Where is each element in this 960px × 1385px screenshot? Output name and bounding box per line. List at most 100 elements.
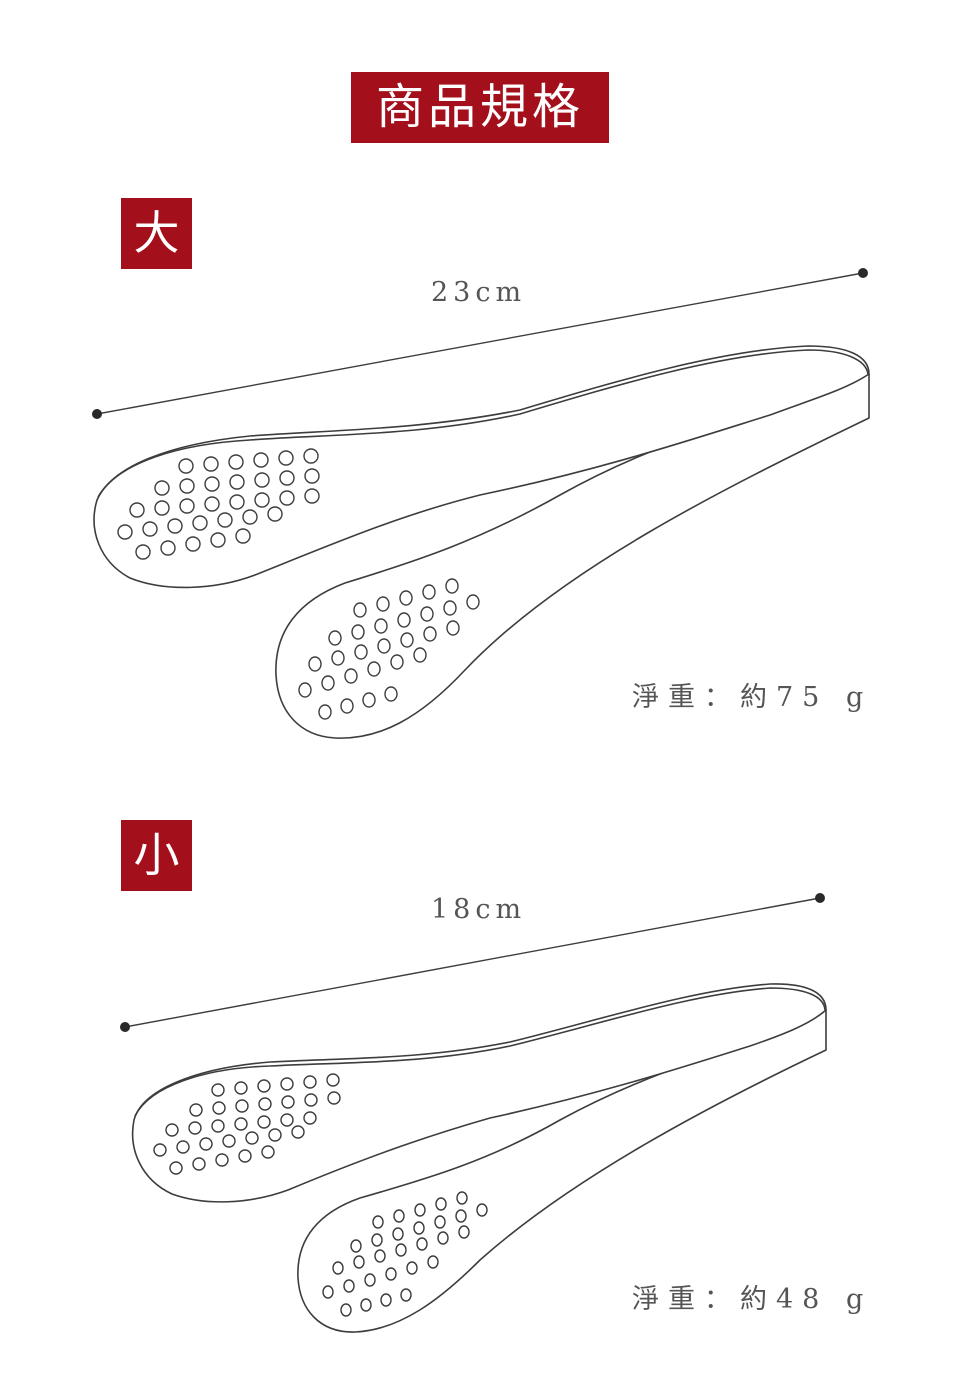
perforation-hole: [456, 1191, 468, 1205]
perforation-hole: [374, 1249, 386, 1263]
length-dimension-line: [124, 897, 821, 1028]
tongs-large-illustration: [92, 268, 870, 739]
perforation-hole: [160, 540, 176, 556]
perforation-hole: [390, 654, 404, 670]
perforation-hole: [344, 668, 358, 684]
perforation-hole: [466, 594, 480, 610]
perforation-hole: [212, 1101, 226, 1115]
perforation-hole: [350, 1239, 362, 1253]
perforation-hole: [268, 1128, 282, 1142]
perforation-hole: [199, 1137, 213, 1151]
dimension-endpoint-dot: [815, 893, 825, 903]
perforation-hole: [179, 478, 195, 494]
perforation-hole: [385, 1267, 397, 1281]
perforation-hole: [298, 682, 312, 698]
perforation-hole: [303, 1075, 317, 1089]
perforation-hole: [280, 1113, 294, 1127]
perforation-hole: [279, 490, 295, 506]
perforation-hole: [326, 1073, 340, 1087]
perforation-hole: [304, 488, 320, 504]
perforation-hole: [351, 624, 365, 640]
perforation-hole: [437, 1231, 449, 1245]
perforation-hole: [291, 1125, 305, 1139]
perforation-hole: [331, 650, 345, 666]
perforation-hole: [258, 1097, 272, 1111]
tong-upper-arm-rim: [97, 349, 869, 498]
perforation-hole: [422, 584, 436, 600]
perforation-hole: [427, 1255, 439, 1269]
perforation-hole: [380, 1293, 392, 1307]
perforation-hole: [308, 656, 322, 672]
perforation-hole: [228, 454, 244, 470]
perforation-hole: [238, 1149, 252, 1163]
perforation-hole: [279, 470, 295, 486]
perforation-hole: [414, 1203, 426, 1217]
perforation-hole: [413, 647, 427, 663]
dimension-endpoint-dot: [92, 409, 102, 419]
perforation-hole: [257, 1079, 271, 1093]
perforation-hole: [353, 602, 367, 618]
perforation-hole: [392, 1227, 404, 1241]
perforation-hole: [393, 1209, 405, 1223]
perforation-hole: [364, 1273, 376, 1287]
net-weight-small: 淨重：約48 g: [632, 1284, 873, 1315]
perforation-hole: [254, 472, 270, 488]
length-label-large: 23cm: [431, 277, 527, 308]
perforation-hole: [372, 1215, 384, 1229]
dimension-endpoint-dot: [120, 1022, 130, 1032]
hole-pattern-lower: [298, 578, 480, 720]
perforation-hole: [135, 544, 151, 560]
perforation-hole: [445, 578, 459, 594]
perforation-hole: [204, 496, 220, 512]
perforation-hole: [327, 1091, 341, 1105]
perforation-hole: [210, 532, 226, 548]
perforation-hole: [371, 1233, 383, 1247]
perforation-hole: [399, 590, 413, 606]
perforation-hole: [235, 1099, 249, 1113]
perforation-hole: [354, 644, 368, 660]
perforation-hole: [435, 1197, 447, 1211]
perforation-hole: [188, 1121, 202, 1135]
perforation-hole: [377, 638, 391, 654]
perforation-hole: [217, 512, 233, 528]
perforation-hole: [281, 1095, 295, 1109]
perforation-hole: [178, 458, 194, 474]
perforation-hole: [257, 1115, 271, 1129]
length-dimension-line: [96, 272, 864, 415]
perforation-hole: [192, 1157, 206, 1171]
hole-pattern-lower: [322, 1191, 488, 1317]
perforation-hole: [267, 506, 283, 522]
net-weight-large: 淨重：約75 g: [632, 682, 873, 713]
perforation-hole: [153, 1143, 167, 1157]
tong-lower-arm: [297, 1009, 827, 1333]
dimension-endpoint-dot: [858, 268, 868, 278]
perforation-hole: [384, 686, 398, 702]
perforation-hole: [229, 494, 245, 510]
perforation-hole: [416, 1237, 428, 1251]
perforation-hole: [367, 661, 381, 677]
perforation-hole: [340, 1303, 352, 1317]
tong-lower-arm: [275, 373, 870, 739]
perforation-hole: [176, 1140, 190, 1154]
perforation-hole: [215, 1153, 229, 1167]
perforation-hole: [235, 528, 251, 544]
perforation-hole: [362, 692, 376, 708]
perforation-hole: [446, 620, 460, 636]
perforation-hole: [328, 630, 342, 646]
perforation-hole: [304, 468, 320, 484]
size-badge-large: 大: [121, 198, 192, 269]
perforation-hole: [278, 450, 294, 466]
perforation-hole: [374, 618, 388, 634]
perforation-hole: [142, 521, 158, 537]
perforation-hole: [400, 632, 414, 648]
perforation-hole: [395, 1243, 407, 1257]
perforation-hole: [189, 1103, 203, 1117]
perforation-hole: [376, 596, 390, 612]
perforation-hole: [242, 509, 258, 525]
perforation-hole: [343, 1279, 355, 1293]
perforation-hole: [179, 498, 195, 514]
perforation-hole: [321, 675, 335, 691]
perforation-hole: [234, 1117, 248, 1131]
perforation-hole: [154, 500, 170, 516]
